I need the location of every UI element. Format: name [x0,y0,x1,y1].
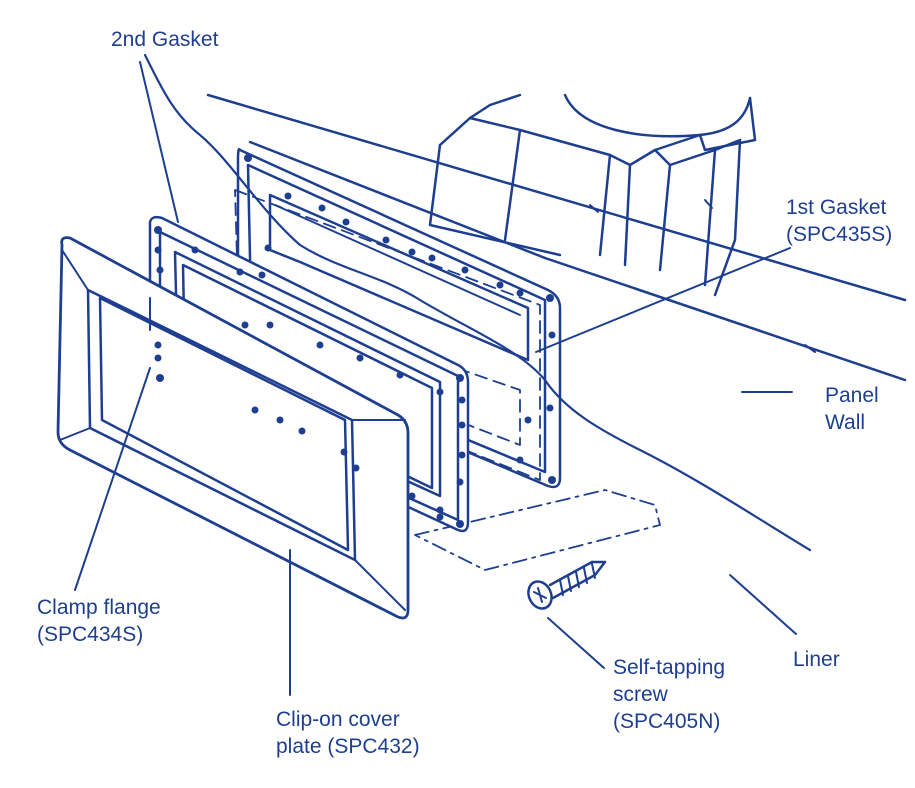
label-2nd-gasket-line1: 2nd Gasket [111,28,219,51]
label-1st-gasket-line2: (SPC435S) [786,223,893,246]
label-clamp-flange-line1: Clamp flange [37,596,161,619]
leader-lines [74,61,797,696]
label-panel-wall-line2: Wall [825,411,866,434]
label-cover-plate-line1: Clip-on cover [276,708,400,731]
panel-wall [206,93,907,382]
label-liner-line1: Liner [793,648,840,671]
label-1st-gasket-line1: 1st Gasket [786,196,887,219]
label-clamp-flange-line2: (SPC434S) [37,623,144,646]
back-flange [236,147,562,489]
label-cover-plate: Clip-on cover plate (SPC432) [276,706,420,760]
screw-icon [527,560,607,610]
label-panel-wall: Panel Wall [825,382,879,436]
label-cover-plate-line2: plate (SPC432) [276,735,420,758]
label-2nd-gasket: 2nd Gasket [111,26,218,53]
bolt-holes [154,154,556,528]
liner-sheet [143,53,812,552]
label-panel-wall-line1: Panel [825,384,879,407]
label-liner: Liner [793,646,840,673]
label-1st-gasket: 1st Gasket (SPC435S) [786,194,892,248]
label-clamp-flange: Clamp flange (SPC434S) [37,594,161,648]
label-screw: Self-tapping screw (SPC405N) [613,654,725,735]
cover-plate [56,236,410,620]
label-screw-line2: screw [613,683,668,706]
skimmer-housing [428,93,757,297]
label-screw-line1: Self-tapping [613,656,726,679]
label-screw-line3: (SPC405N) [613,710,721,733]
